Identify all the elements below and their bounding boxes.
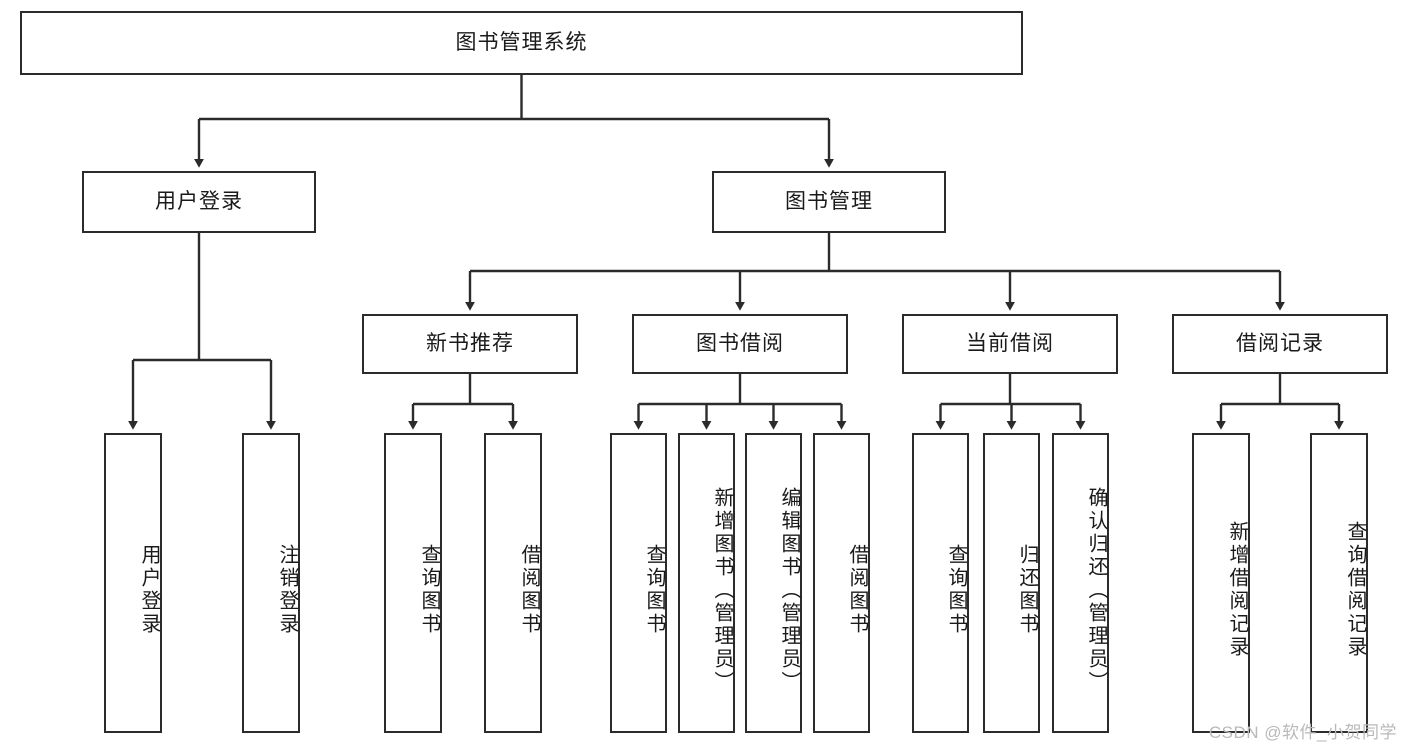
node-label: 注销登录 — [276, 544, 298, 636]
node-leaf-c-return[interactable]: 归还图书 — [983, 433, 1040, 733]
node-label: 新增借阅记录 — [1226, 521, 1248, 659]
node-label: 确认归还（管理员） — [1085, 486, 1107, 694]
node-leaf-b-edit[interactable]: 编辑图书（管理员） — [745, 433, 802, 733]
node-leaf-c-query[interactable]: 查询图书 — [912, 433, 969, 733]
node-l3-newbook[interactable]: 新书推荐 — [362, 314, 578, 374]
node-leaf-r-add[interactable]: 新增借阅记录 — [1192, 433, 1250, 733]
node-label: 图书借阅 — [696, 332, 784, 356]
node-leaf-user-login[interactable]: 用户登录 — [104, 433, 162, 733]
node-label: 借阅图书 — [518, 544, 540, 636]
node-leaf-new-borrow[interactable]: 借阅图书 — [484, 433, 542, 733]
node-label: 借阅图书 — [846, 544, 868, 636]
node-l3-record[interactable]: 借阅记录 — [1172, 314, 1388, 374]
node-label: 用户登录 — [155, 190, 243, 214]
node-leaf-new-query[interactable]: 查询图书 — [384, 433, 442, 733]
node-label: 图书管理 — [785, 190, 873, 214]
node-root[interactable]: 图书管理系统 — [20, 11, 1023, 75]
node-label: 查询图书 — [945, 544, 967, 636]
node-label: 用户登录 — [138, 544, 160, 636]
node-label: 新书推荐 — [426, 332, 514, 356]
node-label: 查询图书 — [643, 544, 665, 636]
node-leaf-b-query[interactable]: 查询图书 — [610, 433, 667, 733]
node-l2-user[interactable]: 用户登录 — [82, 171, 316, 233]
node-label: 新增图书（管理员） — [711, 486, 733, 694]
node-leaf-b-add[interactable]: 新增图书（管理员） — [678, 433, 735, 733]
node-leaf-user-logout[interactable]: 注销登录 — [242, 433, 300, 733]
node-l3-borrow[interactable]: 图书借阅 — [632, 314, 848, 374]
node-label: 图书管理系统 — [455, 31, 588, 55]
node-label: 借阅记录 — [1236, 332, 1324, 356]
node-leaf-b-lend[interactable]: 借阅图书 — [813, 433, 870, 733]
node-label: 当前借阅 — [966, 332, 1054, 356]
node-label: 归还图书 — [1016, 544, 1038, 636]
node-label: 查询借阅记录 — [1344, 521, 1366, 659]
node-label: 编辑图书（管理员） — [778, 486, 800, 694]
node-leaf-c-confirm[interactable]: 确认归还（管理员） — [1052, 433, 1109, 733]
node-label: 查询图书 — [418, 544, 440, 636]
node-leaf-r-query[interactable]: 查询借阅记录 — [1310, 433, 1368, 733]
node-l2-book[interactable]: 图书管理 — [712, 171, 946, 233]
watermark-label: CSDN @软件_小贺同学 — [1208, 723, 1397, 742]
node-l3-current[interactable]: 当前借阅 — [902, 314, 1118, 374]
